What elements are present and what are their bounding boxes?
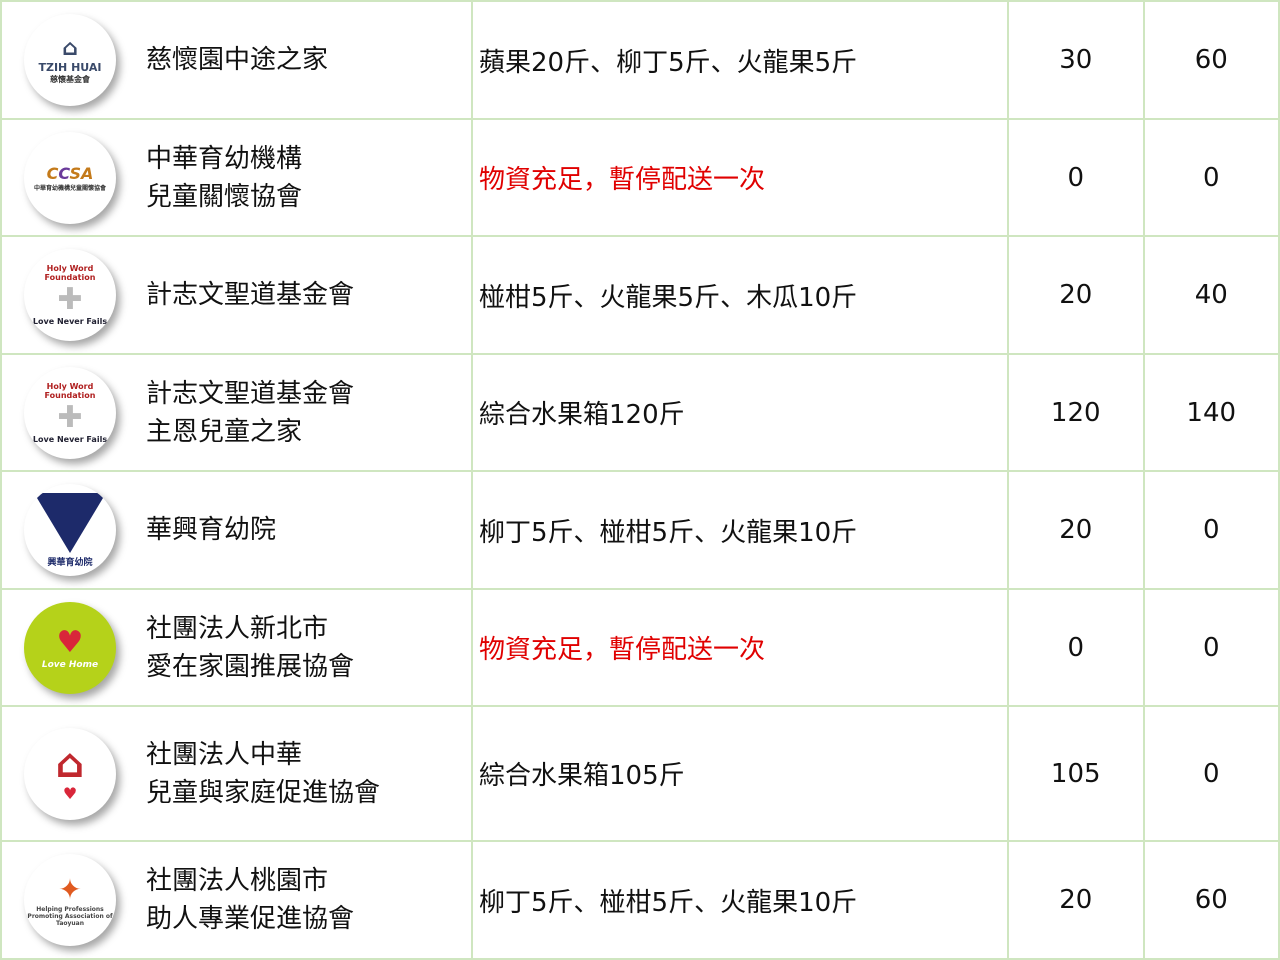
org-name-line: 兒童關懷協會: [146, 181, 303, 212]
org-name-line: 華興育幼院: [146, 515, 277, 545]
org-name-line: 社團法人桃園市: [146, 866, 329, 896]
org-name-line: 助人專業促進協會: [146, 904, 355, 934]
org-name-line: 計志文聖道基金會: [146, 280, 355, 310]
count-a: 20: [1007, 470, 1145, 590]
org-name: 計志文聖道基金會主恩兒童之家: [130, 353, 473, 472]
count-b: 0: [1142, 705, 1280, 842]
org-logo-cell: ✦Helping Professions Promoting Associati…: [0, 840, 130, 960]
items-cell: 物資充足，暫停配送一次: [471, 118, 1009, 237]
items-cell: 綜合水果箱105斤: [471, 705, 1009, 842]
org-name-line: 社團法人新北市: [146, 613, 329, 644]
org-name: 華興育幼院: [130, 470, 473, 590]
org-logo: 興華育幼院: [24, 484, 116, 576]
count-a: 0: [1007, 118, 1145, 237]
org-name-line: 計志文聖道基金會: [146, 378, 355, 409]
count-b: 60: [1142, 840, 1280, 960]
count-a: 120: [1007, 353, 1145, 472]
org-logo-cell: Holy Word Foundation✚Love Never Fails: [0, 353, 130, 472]
items-cell: 綜合水果箱120斤: [471, 353, 1009, 472]
org-name: 社團法人中華兒童與家庭促進協會: [130, 705, 473, 842]
items-cell: 物資充足，暫停配送一次: [471, 588, 1009, 707]
count-a: 20: [1007, 235, 1145, 355]
org-name: 社團法人新北市愛在家園推展協會: [130, 588, 473, 707]
count-b: 40: [1142, 235, 1280, 355]
items-cell: 柳丁5斤、椪柑5斤、火龍果10斤: [471, 470, 1009, 590]
items-cell: 柳丁5斤、椪柑5斤、火龍果10斤: [471, 840, 1009, 960]
org-logo: ✦Helping Professions Promoting Associati…: [24, 854, 116, 946]
count-b: 0: [1142, 118, 1280, 237]
org-name-line: 兒童與家庭促進協會: [146, 777, 381, 808]
org-logo: Holy Word Foundation✚Love Never Fails: [24, 249, 116, 341]
org-name-line: 中華育幼機構: [146, 143, 303, 174]
count-b: 60: [1142, 0, 1280, 120]
org-logo-cell: ⌂♥: [0, 705, 130, 842]
org-logo: ⌂♥: [24, 727, 116, 820]
org-name: 中華育幼機構兒童關懷協會: [130, 118, 473, 237]
count-b: 0: [1142, 470, 1280, 590]
org-name: 慈懷園中途之家: [130, 0, 473, 120]
org-name: 社團法人桃園市助人專業促進協會: [130, 840, 473, 960]
count-a: 105: [1007, 705, 1145, 842]
count-b: 0: [1142, 588, 1280, 707]
org-name-line: 慈懷園中途之家: [146, 45, 329, 75]
org-name-line: 主恩兒童之家: [146, 416, 303, 447]
count-b: 140: [1142, 353, 1280, 472]
org-logo-cell: ♥Love Home: [0, 588, 130, 707]
table-row: ✦Helping Professions Promoting Associati…: [0, 840, 1280, 960]
count-a: 20: [1007, 840, 1145, 960]
org-logo: Holy Word Foundation✚Love Never Fails: [24, 366, 116, 459]
org-name: 計志文聖道基金會: [130, 235, 473, 355]
items-cell: 蘋果20斤、柳丁5斤、火龍果5斤: [471, 0, 1009, 120]
org-name-line: 社團法人中華: [146, 739, 303, 770]
org-logo-cell: 興華育幼院: [0, 470, 130, 590]
items-cell: 椪柑5斤、火龍果5斤、木瓜10斤: [471, 235, 1009, 355]
org-logo: ♥Love Home: [24, 601, 116, 694]
org-logo-cell: Holy Word Foundation✚Love Never Fails: [0, 235, 130, 355]
count-a: 30: [1007, 0, 1145, 120]
count-a: 0: [1007, 588, 1145, 707]
table-row: Holy Word Foundation✚Love Never Fails 計志文…: [0, 235, 1280, 355]
org-name-line: 愛在家園推展協會: [146, 651, 355, 682]
